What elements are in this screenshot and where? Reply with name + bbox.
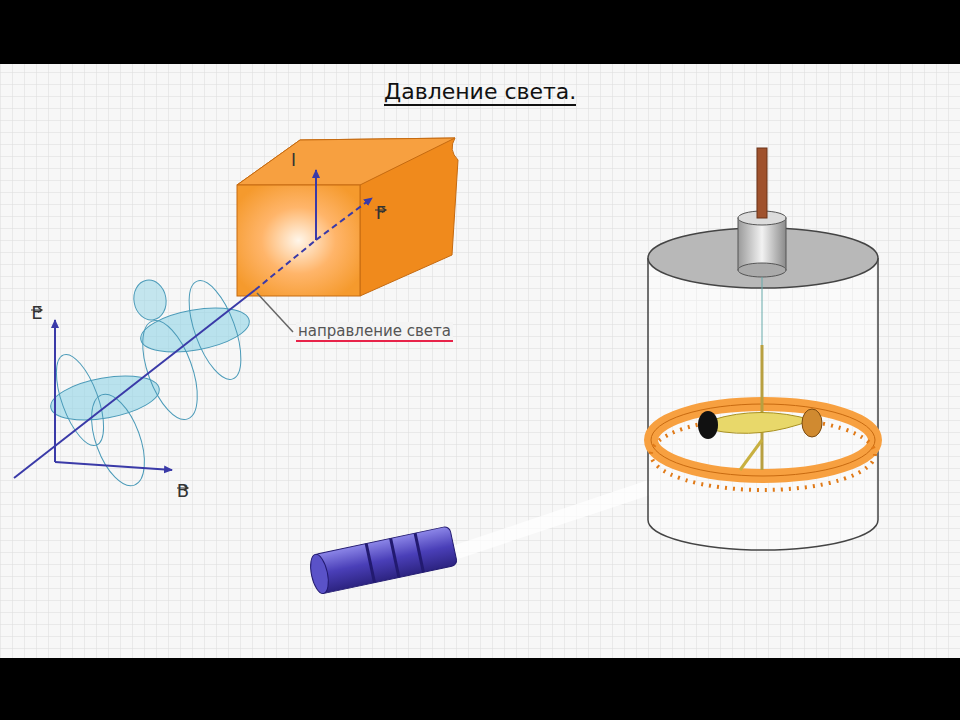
b-axis xyxy=(55,462,172,470)
light-ray xyxy=(14,290,255,478)
grid xyxy=(0,64,960,658)
lebedev-apparatus xyxy=(648,148,878,550)
label: F xyxy=(374,196,388,223)
vector-bar xyxy=(374,196,388,202)
label: I xyxy=(291,150,296,170)
leader-line xyxy=(257,293,293,332)
force-arrow xyxy=(316,198,372,240)
label: B xyxy=(176,474,190,501)
flashlight xyxy=(307,526,457,595)
em-wave xyxy=(47,274,253,492)
title: Давление света. xyxy=(384,80,576,106)
current-arrow xyxy=(315,170,317,240)
light-beam xyxy=(455,480,650,560)
ray-inside xyxy=(255,240,316,290)
e-axis xyxy=(54,320,56,462)
label: направление света xyxy=(296,322,453,342)
label: E xyxy=(30,296,44,323)
panel xyxy=(0,64,960,658)
vector-bar xyxy=(176,474,190,480)
vector-bar xyxy=(30,296,44,302)
block xyxy=(237,138,458,296)
